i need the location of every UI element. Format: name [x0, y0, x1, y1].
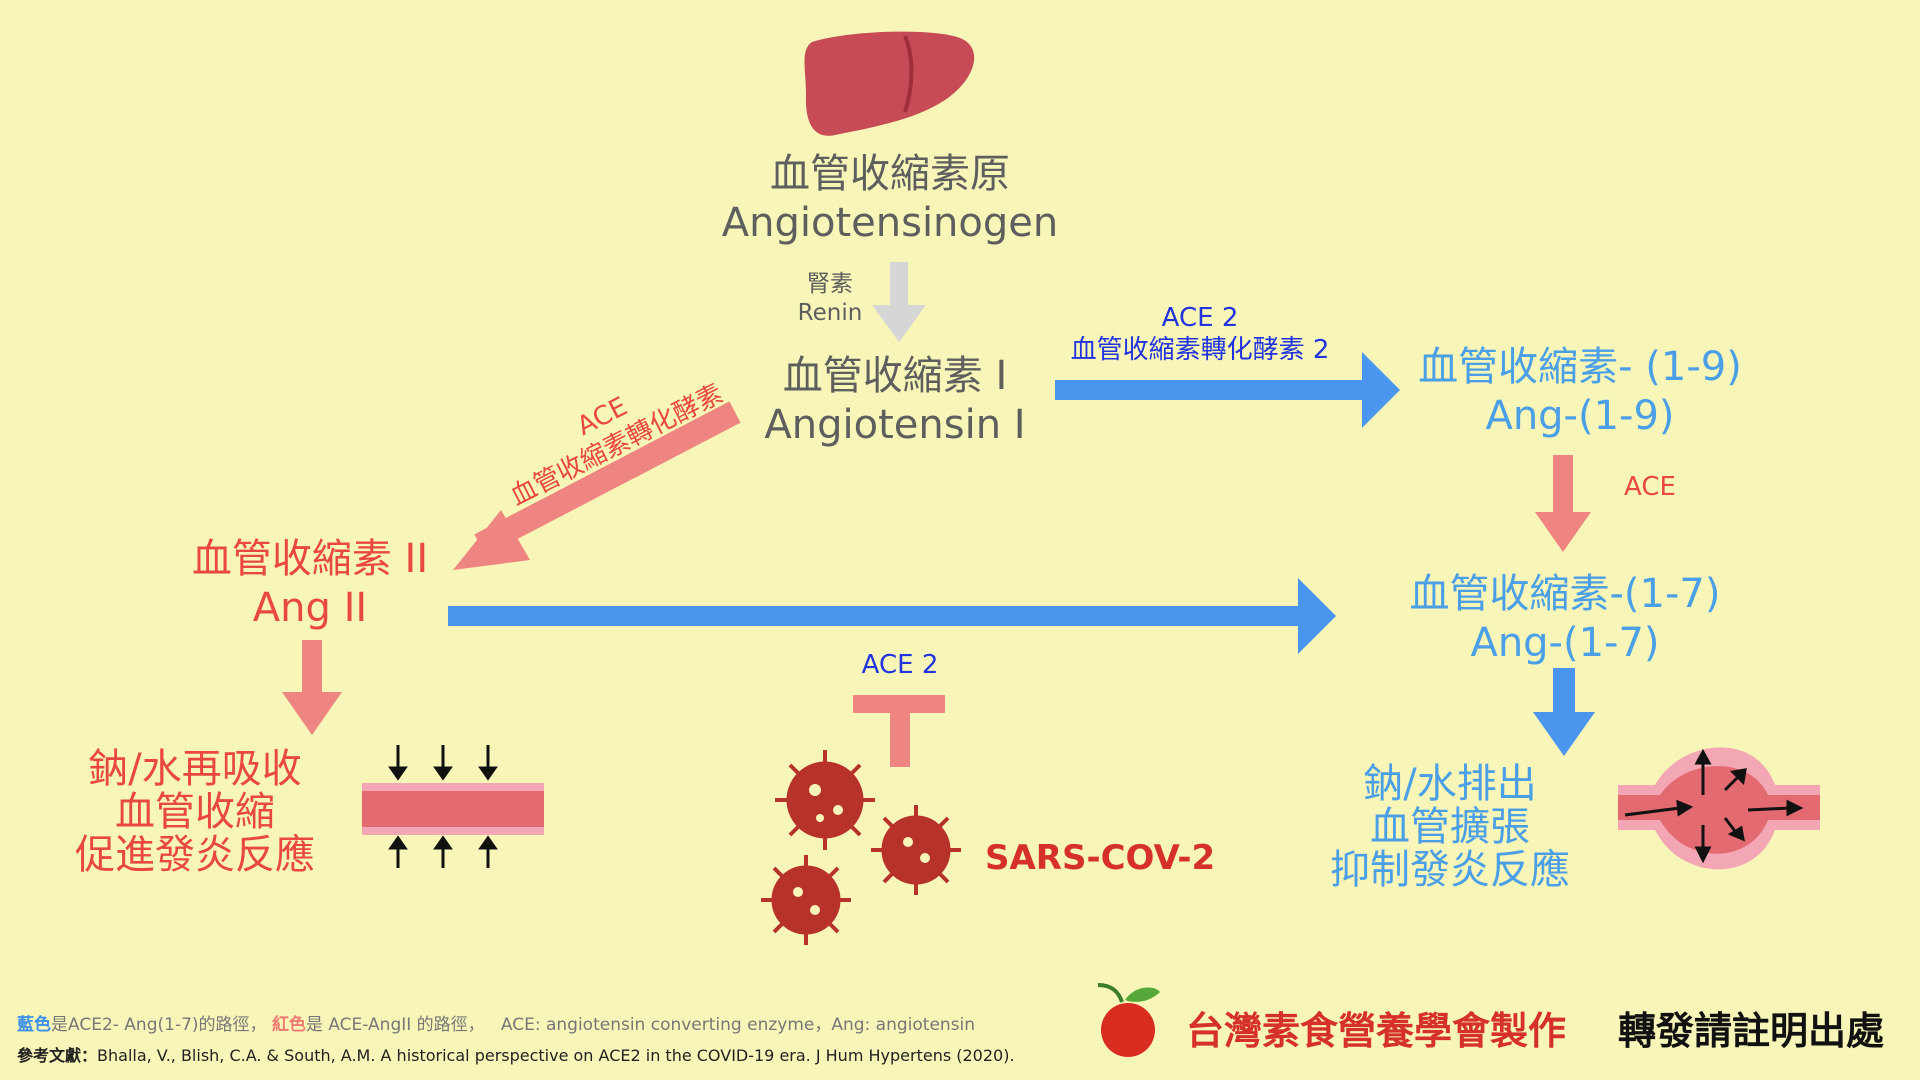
ang1-7-effect-arrow [1533, 668, 1595, 756]
red-effect-item: 促進發炎反應 [75, 832, 315, 879]
ang-2-en: Ang II [252, 584, 368, 631]
renin-en: Renin [797, 299, 863, 326]
ang-1-7-zh: 血管收縮素-(1-7) [1409, 571, 1721, 617]
reference-label: 參考文獻： [17, 1046, 98, 1065]
org-name: 台灣素食營養學會製作 [1186, 1009, 1567, 1053]
ace2-arrow-to-ang1-9 [1055, 352, 1400, 428]
narrow-vessel-icon [362, 745, 544, 868]
ang-1-9-en: Ang-(1-9) [1485, 392, 1675, 439]
reference-text: Bhalla, V., Blish, C.A. & South, A.M. A … [97, 1046, 1015, 1065]
legend-line: 藍色是ACE2- Ang(1-7)的路徑， 紅色是 ACE-AngII 的路徑，… [17, 1010, 975, 1035]
legend-blue-rest: 是ACE2- Ang(1-7)的路徑， [51, 1015, 267, 1035]
blue-effect-item: 血管擴張 [1370, 804, 1530, 851]
blue-effect-item: 抑制發炎反應 [1330, 847, 1570, 894]
legend-blue: 藍色 [17, 1015, 51, 1035]
blue-effects: 鈉/水排出 血管擴張 抑制發炎反應 [1315, 761, 1585, 894]
legend-abbr: ACE: angiotensin converting enzyme，Ang: … [500, 1015, 976, 1035]
ace2-enzyme-zh: 血管收縮素轉化酵素 2 [1070, 334, 1330, 365]
ace-arrow-to-ang1-7 [1535, 455, 1591, 552]
ang2-effect-arrow [282, 640, 342, 735]
renin-zh: 腎素 [807, 271, 853, 297]
org-logo-icon [1097, 983, 1160, 1057]
ang-2-label: 血管收縮素 II Ang II [160, 535, 460, 633]
ace2-enzyme-label: ACE 2 血管收縮素轉化酵素 2 [1040, 303, 1360, 366]
legend-red-rest: 是 ACE-AngII 的路徑， [305, 1015, 485, 1035]
ace2-enzyme-en: ACE 2 [1161, 303, 1239, 333]
ang-1-9-label: 血管收縮素- (1-9) Ang-(1-9) [1380, 343, 1780, 441]
dilated-vessel-icon [1618, 747, 1820, 870]
angiotensin-1-label: 血管收縮素 I Angiotensin I [720, 352, 1070, 450]
ace2-inhibition-bar [853, 695, 945, 767]
red-effect-item: 鈉/水再吸收 [88, 746, 302, 792]
renin-arrow [872, 262, 926, 342]
red-effect-item: 血管收縮 [115, 789, 275, 836]
ang-1-7-en: Ang-(1-7) [1470, 619, 1660, 666]
angiotensin-1-zh: 血管收縮素 I [782, 353, 1008, 399]
red-effects: 鈉/水再吸收 血管收縮 促進發炎反應 [60, 746, 330, 879]
legend-red: 紅色 [271, 1015, 306, 1035]
liver-icon [804, 31, 975, 136]
angiotensin-1-en: Angiotensin I [764, 401, 1026, 448]
renin-label: 腎素 Renin [780, 270, 880, 328]
repost-notice: 轉發請註明出處 [1618, 1009, 1885, 1053]
ace-to-1-7-label: ACE [1624, 472, 1676, 502]
ace-arrow-to-ang2 [453, 401, 741, 570]
blue-effect-item: 鈉/水排出 [1363, 761, 1537, 807]
virus-label: SARS-COV-2 [985, 838, 1216, 878]
ang-1-7-label: 血管收縮素-(1-7) Ang-(1-7) [1370, 570, 1760, 668]
ace2-arrow-ang2-to-ang1-7 [448, 578, 1336, 654]
ace2-block-label: ACE 2 [861, 650, 939, 680]
reference-line: 參考文獻：Bhalla, V., Blish, C.A. & South, A.… [17, 1042, 1015, 1066]
virus-icon [761, 750, 961, 945]
angiotensinogen-label: 血管收縮素原 Angiotensinogen [700, 150, 1080, 248]
ang-1-9-zh: 血管收縮素- (1-9) [1418, 344, 1742, 390]
angiotensinogen-en: Angiotensinogen [721, 199, 1059, 246]
ang-2-zh: 血管收縮素 II [191, 536, 429, 582]
angiotensinogen-zh: 血管收縮素原 [770, 151, 1010, 197]
